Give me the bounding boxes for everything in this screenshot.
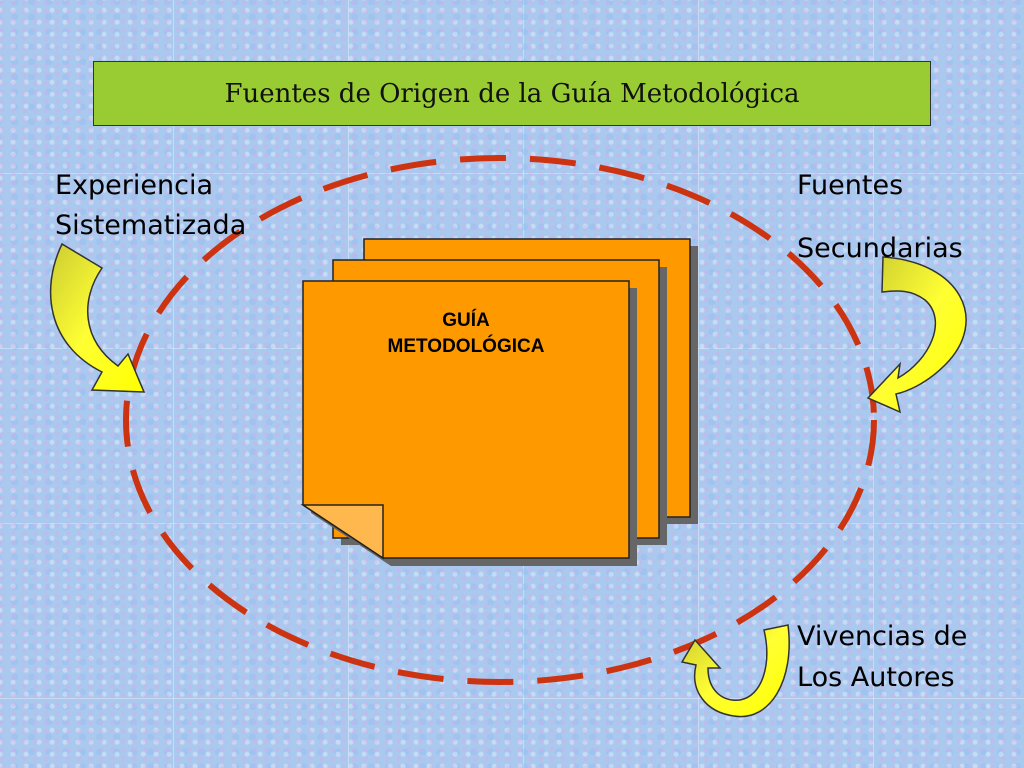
document-label-line-1: GUÍA bbox=[442, 310, 490, 331]
document-label-line-2: METODOLÓGICA bbox=[387, 336, 545, 357]
page-curl bbox=[300, 504, 384, 560]
curved-arrow-bottom bbox=[680, 624, 790, 718]
curved-arrow-left bbox=[49, 242, 146, 393]
page-front bbox=[302, 280, 630, 559]
source-label-experiencia: Experiencia Sistematizada bbox=[55, 166, 246, 246]
source-label-fuentes-line-1: Fuentes bbox=[797, 170, 904, 201]
title-box: Fuentes de Origen de la Guía Metodológic… bbox=[93, 61, 931, 126]
source-label-vivencias-line-1: Vivencias de bbox=[797, 621, 968, 652]
source-label-experiencia-line-2: Sistematizada bbox=[55, 210, 247, 241]
source-label-vivencias-line-2: Los Autores bbox=[797, 662, 955, 693]
source-label-fuentes-line-2: Secundarias bbox=[797, 233, 963, 264]
page-title: Fuentes de Origen de la Guía Metodológic… bbox=[224, 78, 800, 109]
document-stack bbox=[300, 238, 698, 566]
document-label: GUÍA METODOLÓGICA bbox=[303, 308, 629, 360]
cycle-ellipse bbox=[123, 155, 877, 685]
source-label-experiencia-line-1: Experiencia bbox=[55, 170, 214, 201]
curved-arrow-right bbox=[866, 256, 967, 414]
